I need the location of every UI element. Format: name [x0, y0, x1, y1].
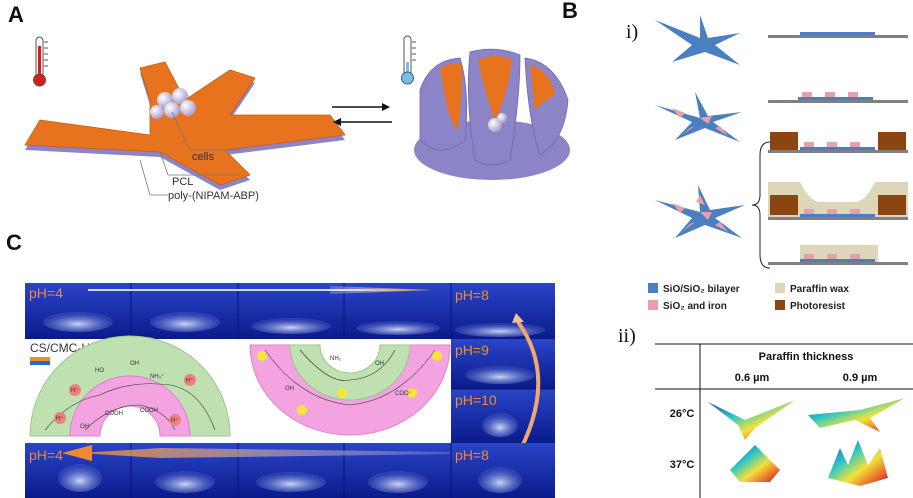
legend-iron: SiO₂ and iron: [663, 301, 727, 312]
coo-label-1: COO⁻: [395, 391, 412, 397]
material-label: CS/CMC-H: [30, 341, 90, 355]
reversible-arrows: [332, 103, 392, 126]
closed-gripper: [414, 48, 570, 180]
flat-star-gripper: [24, 61, 346, 190]
top-photo-row: [25, 283, 555, 339]
step-i-label: i): [626, 21, 638, 43]
legend: SiO/SiO₂ bilayer SiO₂ and iron Paraffin …: [648, 283, 849, 312]
ph-mid-2: pH=10: [455, 392, 497, 408]
h-label-2: H⁺: [186, 377, 194, 384]
ho-label-1: HO: [95, 368, 104, 374]
legend-bilayer: SiO/SiO₂ bilayer: [663, 284, 740, 295]
oh-ion-4: [407, 388, 417, 398]
material-diagram: CS/CMC-H H⁺ H⁺ H⁺ H⁺ HO OH NH₃⁺ COOH COO…: [29, 335, 451, 437]
table-header: Paraffin thickness: [759, 351, 854, 363]
panel-b: B i): [562, 0, 913, 498]
sim-26c-09: [808, 398, 905, 432]
material-swatch-blue: [30, 361, 50, 365]
oh-ion-1: [257, 351, 267, 361]
panel-c-letter: C: [6, 230, 22, 255]
panel-a-letter: A: [8, 2, 24, 27]
row-26c: 26°C: [670, 408, 695, 420]
cooh-label-2: COOH: [140, 408, 158, 414]
oh-label-3: OH: [375, 361, 384, 367]
oh-ion-3: [337, 388, 347, 398]
material-swatch-orange: [30, 357, 50, 361]
row-37c: 37°C: [670, 459, 695, 471]
ph-bot-right: pH=8: [455, 447, 489, 463]
h-ion-3: [54, 412, 66, 424]
oh-label-2: OH: [80, 424, 89, 430]
ph-bot-left: pH=4: [29, 447, 63, 463]
nh3-label-1: NH₃⁺: [150, 373, 164, 380]
bottom-photo-row: [25, 443, 555, 498]
bracket: [751, 141, 771, 269]
legend-swatch-bilayer: [648, 283, 658, 293]
label-pcl: PCL: [172, 176, 193, 188]
col-06um: 0.6 µm: [735, 372, 770, 384]
ph-top-left: pH=4: [29, 285, 63, 301]
layer-step-4: [768, 182, 908, 220]
label-cells: cells: [192, 151, 215, 163]
sim-37c-06: [730, 445, 780, 482]
panel-b-letter: B: [562, 0, 578, 23]
ph-mid-1: pH=9: [455, 342, 489, 358]
h-ion-4: [169, 414, 181, 426]
checker-star-3: [655, 185, 745, 238]
panel-c: C pH=4 pH=8 CS/CMC-H: [6, 230, 555, 498]
cells-cluster: [150, 88, 196, 119]
layer-step-5: [768, 245, 908, 265]
legend-photoresist: Photoresist: [790, 301, 846, 312]
h-label-1: H⁺: [71, 387, 79, 394]
legend-swatch-photoresist: [775, 300, 785, 310]
nh2-label-1: NH₂: [330, 356, 342, 362]
col-09um: 0.9 µm: [843, 372, 878, 384]
h-ion-1: [69, 384, 81, 396]
thermometer-cold-icon: [401, 35, 416, 85]
curved-arrow: [513, 320, 541, 461]
legend-swatch-wax: [775, 283, 785, 293]
h-label-3: H⁺: [56, 415, 64, 422]
oh-label-4: OH: [285, 386, 294, 392]
panel-a: A cell: [8, 2, 570, 202]
oh-ion-5: [432, 351, 442, 361]
label-polymer: poly-(NIPAM-ABP): [168, 190, 259, 202]
layer-step-3: [768, 132, 908, 153]
paraffin-table: Paraffin thickness 0.6 µm 0.9 µm 26°C 37…: [655, 343, 913, 498]
sim-37c-09: [828, 440, 888, 486]
sim-26c-06: [708, 400, 795, 440]
legend-swatch-iron: [648, 300, 658, 310]
oh-label-1: OH: [130, 361, 139, 367]
h-label-4: H⁺: [171, 417, 179, 424]
layer-step-2: [768, 92, 908, 103]
oh-ion-2: [297, 405, 307, 415]
thermometer-hot-icon: [33, 36, 48, 87]
layer-step-1: [768, 32, 908, 38]
checker-star-2: [655, 92, 742, 142]
ph-top-right: pH=8: [455, 287, 489, 303]
blue-star-shape: [655, 15, 740, 65]
legend-wax: Paraffin wax: [790, 284, 849, 295]
h-ion-2: [184, 374, 196, 386]
step-ii-label: ii): [618, 325, 636, 347]
cooh-label-1: COOH: [105, 411, 123, 417]
